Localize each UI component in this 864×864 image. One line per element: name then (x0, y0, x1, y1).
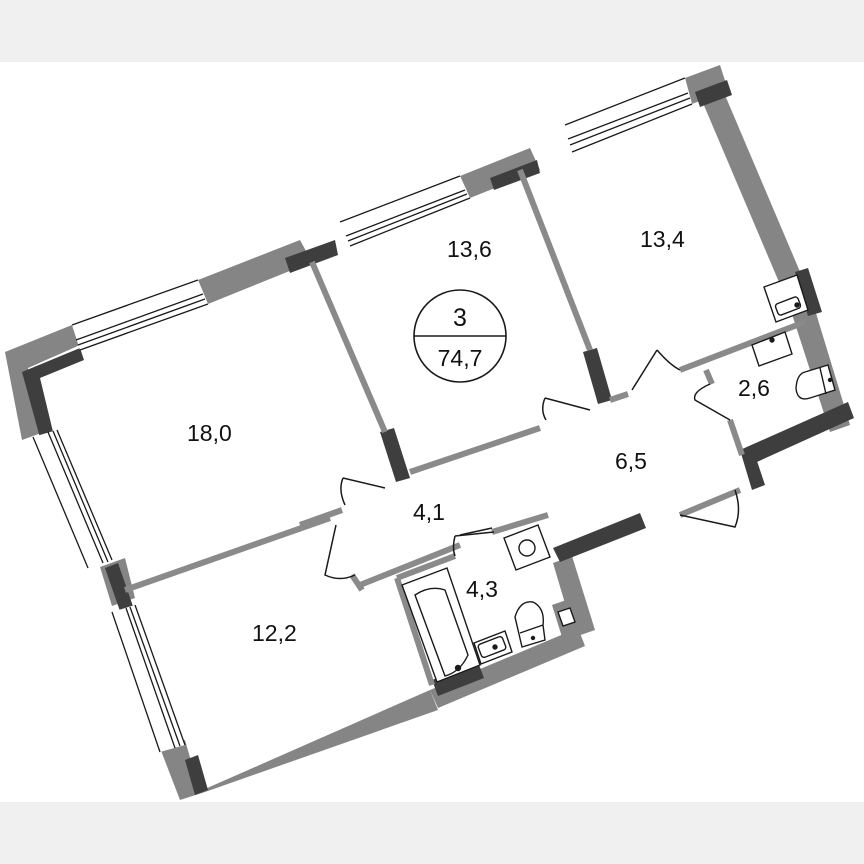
bathtub-icon (401, 567, 481, 683)
door-bedroom-right (631, 349, 681, 391)
washing-machine-icon (503, 524, 551, 571)
apartment-badge: 3 74,7 (413, 289, 507, 383)
door-bedroom-middle (542, 397, 591, 421)
wc-sink-icon (751, 331, 793, 367)
door-living (340, 477, 386, 506)
door-hall-bottom (459, 527, 493, 536)
room-area-bathroom: 4,3 (466, 576, 498, 602)
outer-walls (5, 65, 850, 800)
wc-toilet-icon (795, 364, 836, 400)
room-area-hall-small: 4,1 (413, 499, 445, 525)
utility-sink-icon (763, 274, 809, 323)
window-living-top (71, 279, 209, 351)
room-area-hall-large: 6,5 (615, 448, 647, 474)
structural-walls (22, 80, 854, 795)
window-bedroom-right (564, 77, 693, 153)
room-area-wc: 2,6 (738, 375, 770, 401)
room-area-living: 18,0 (187, 420, 232, 446)
window-bedroom-middle (339, 175, 471, 247)
bathroom-sink-icon (473, 630, 513, 665)
bathroom-toilet-icon (514, 601, 546, 648)
room-area-bedroom-middle: 13,6 (447, 236, 492, 262)
room-area-bedroom-right: 13,4 (640, 226, 685, 252)
door-wc (693, 383, 731, 421)
room-area-bedroom-bottom: 12,2 (252, 620, 297, 646)
door-bedroom-bottom (324, 524, 356, 580)
room-labels: 18,0 13,6 13,4 12,2 4,1 6,5 4,3 2,6 (187, 226, 770, 646)
total-area: 74,7 (438, 345, 483, 371)
shaft-icon (557, 607, 576, 627)
fixtures (401, 274, 836, 683)
window-bedroom-bottom-left (111, 604, 186, 753)
windows (32, 77, 693, 753)
doors (324, 349, 740, 580)
rooms-count: 3 (453, 304, 467, 332)
door-corridor-right (679, 489, 740, 528)
partition-walls (124, 168, 807, 686)
window-living-left (32, 429, 113, 569)
